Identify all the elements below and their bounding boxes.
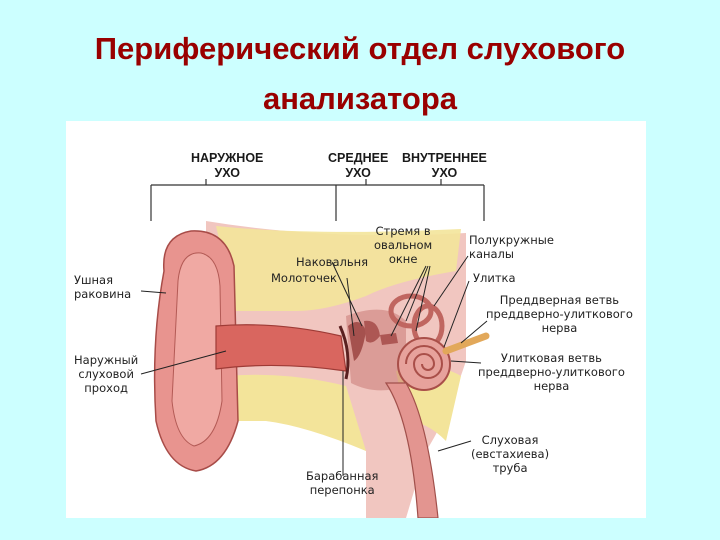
section-outer-ear: НАРУЖНОЕ УХО xyxy=(191,151,264,180)
section-middle-ear: СРЕДНЕЕ УХО xyxy=(328,151,389,180)
label-stapes: Стремя в овальном окне xyxy=(374,224,433,266)
auricle-inner xyxy=(171,252,223,447)
label-cochlea: Улитка xyxy=(473,271,516,285)
section-bracket xyxy=(150,179,485,221)
leader-lines xyxy=(140,255,488,476)
lower-bone xyxy=(226,374,366,451)
label-auricle: Ушная раковина xyxy=(74,273,132,301)
label-cochlear-branch: Улитковая ветвь преддверно-улиткового не… xyxy=(478,351,625,393)
ear-anatomy-illustration xyxy=(140,179,490,518)
slide-title-line1: Периферический отдел слухового xyxy=(94,31,626,66)
tympanic-cavity xyxy=(346,309,406,391)
label-incus: Наковальня xyxy=(296,255,369,269)
label-semicircular-canals: Полукружные каналы xyxy=(469,233,554,261)
eustachian-tube-shape xyxy=(384,382,439,518)
label-malleus: Молоточек xyxy=(271,271,337,285)
label-eustachian-tube: Слуховая (евстахиева) труба xyxy=(471,433,550,475)
ear-diagram: НАРУЖНОЕ УХО СРЕДНЕЕ УХО ВНУТРЕННЕЕ УХО … xyxy=(66,121,646,518)
label-eardrum: Барабанная перепонка xyxy=(306,469,379,497)
slide-title-line2: анализатора xyxy=(262,81,458,116)
temporal-bone xyxy=(216,226,461,311)
label-vestibular-branch: Преддверная ветвь преддверно-улиткового … xyxy=(486,293,633,335)
cochlea-shape xyxy=(397,337,451,391)
section-inner-ear: ВНУТРЕННЕЕ УХО xyxy=(402,151,487,180)
label-external-canal: Наружный слуховой проход xyxy=(74,353,139,395)
slide-title: Периферический отдел слухового анализато… xyxy=(0,24,720,124)
eardrum-shape xyxy=(338,325,350,380)
vestibulocochlear-nerve xyxy=(442,332,490,355)
